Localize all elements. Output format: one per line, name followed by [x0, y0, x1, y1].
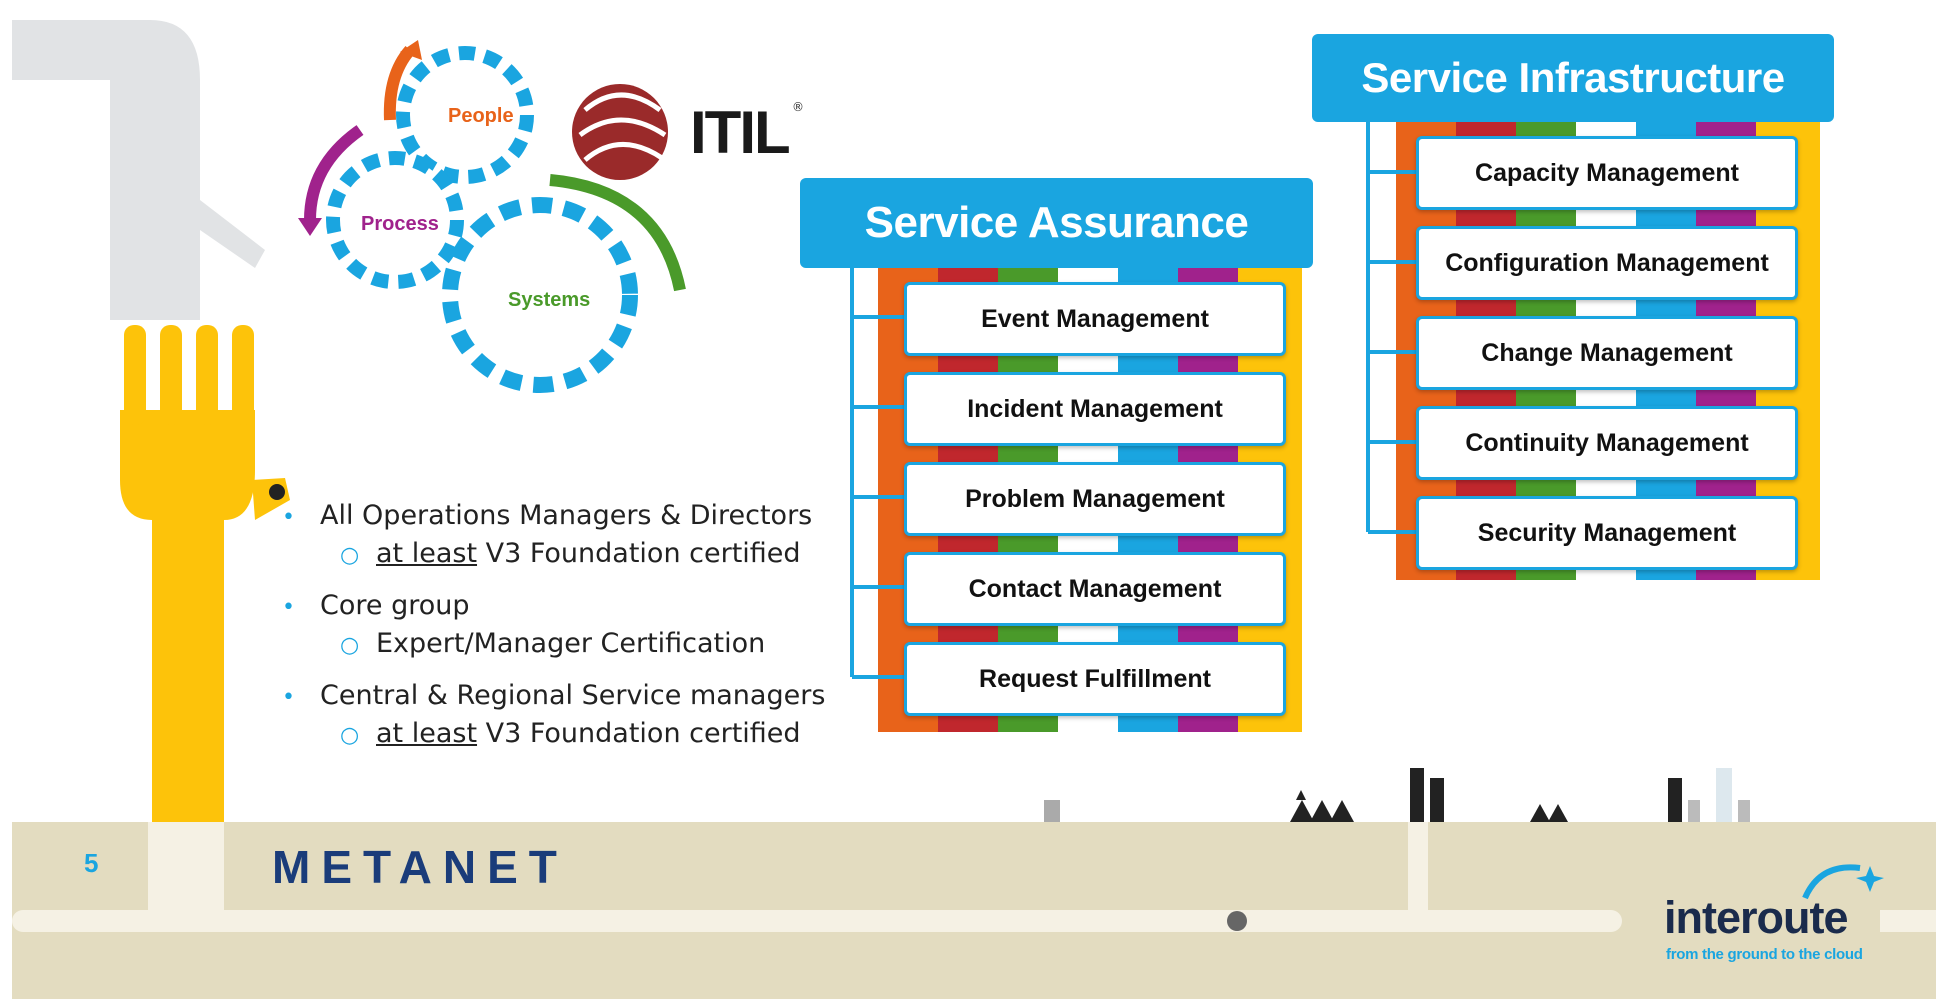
service-assurance-item: Problem Management: [904, 462, 1286, 536]
sub-bullet-rest: V3 Foundation certified: [477, 538, 801, 569]
sub-bullet-text: at least V3 Foundation certified: [376, 716, 801, 752]
ground-pipe-right: [1880, 910, 1936, 932]
itil-registered-mark: ®: [792, 100, 804, 114]
bullet-dot-icon: •: [282, 685, 295, 710]
grey-arm: [12, 20, 200, 200]
ground-pipe-vertical: [1408, 822, 1428, 922]
bullet-item: • All Operations Managers & Directors: [282, 498, 825, 536]
bullet-text: Central & Regional Service managers: [320, 680, 826, 711]
bullet-dot-icon: •: [282, 505, 295, 530]
systems-label: Systems: [508, 289, 591, 311]
itil-logo-text: ITIL: [690, 99, 791, 166]
service-assurance-item: Request Fulfillment: [904, 642, 1286, 716]
service-infrastructure-item: Configuration Management: [1416, 226, 1798, 300]
page-number: 5: [84, 848, 99, 878]
systems-arrow: [549, 174, 686, 292]
service-infrastructure-item: Continuity Management: [1416, 406, 1798, 480]
sub-bullet-text: Expert/Manager Certification: [376, 626, 765, 662]
bullet-item: • Central & Regional Service managers: [282, 678, 825, 716]
sub-bullet-text: at least V3 Foundation certified: [376, 536, 801, 572]
people-arrow: [383, 46, 415, 121]
sub-bullet-underlined: at least: [376, 718, 478, 749]
ground-pipe: [12, 910, 1622, 932]
service-infrastructure-item: Capacity Management: [1416, 136, 1798, 210]
service-assurance-title: Service Assurance: [800, 178, 1313, 268]
bullet-dot-icon: •: [282, 595, 295, 620]
service-infrastructure-item: Security Management: [1416, 496, 1798, 570]
service-infrastructure-item: Change Management: [1416, 316, 1798, 390]
interoute-swoosh-icon: [1802, 864, 1884, 900]
service-assurance-item: Contact Management: [904, 552, 1286, 626]
interoute-tagline: from the ground to the cloud: [1666, 946, 1863, 963]
sub-bullet-item: ○ at least V3 Foundation certified: [340, 536, 825, 574]
people-label: People: [448, 105, 514, 127]
metanet-logo: METANET: [272, 841, 568, 893]
bullet-text: All Operations Managers & Directors: [320, 500, 813, 531]
sub-bullet-circle-icon: ○: [340, 543, 360, 568]
pipe-probe: [1227, 911, 1247, 931]
service-assurance-item: Event Management: [904, 282, 1286, 356]
sub-bullet-item: ○ at least V3 Foundation certified: [340, 716, 825, 754]
bullet-text: Core group: [320, 590, 470, 621]
sub-bullet-circle-icon: ○: [340, 723, 360, 748]
sub-bullet-circle-icon: ○: [340, 633, 360, 658]
sub-bullet-underlined: at least: [376, 538, 478, 569]
bullet-item: • Core group: [282, 588, 825, 626]
sub-bullet-item: ○ Expert/Manager Certification: [340, 626, 825, 664]
process-label: Process: [361, 213, 439, 235]
service-assurance-item: Incident Management: [904, 372, 1286, 446]
certification-list: • All Operations Managers & Directors ○ at …: [282, 498, 825, 754]
sub-bullet-rest: Expert/Manager Certification: [376, 628, 766, 659]
process-arrow: [304, 125, 364, 221]
hand-palm: [120, 410, 255, 520]
gears-diagram: [298, 40, 686, 393]
service-infrastructure-title: Service Infrastructure: [1312, 34, 1834, 122]
sub-bullet-rest: V3 Foundation certified: [477, 718, 801, 749]
interoute-logo: interoute: [1664, 892, 1849, 943]
itil-logo-icon: [572, 84, 668, 180]
